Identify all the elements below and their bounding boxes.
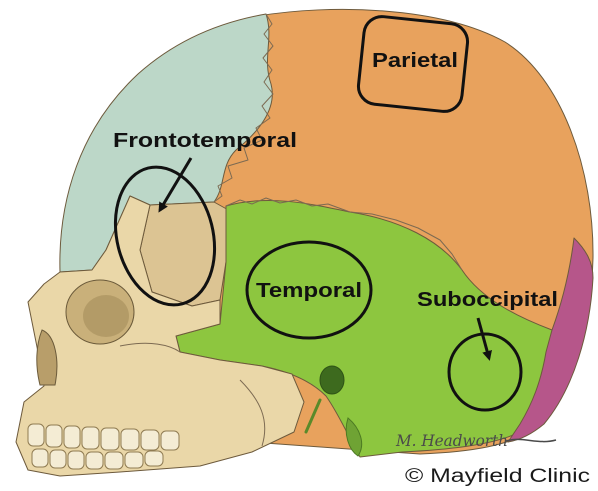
orbit-shadow [83, 295, 129, 337]
tooth [64, 426, 80, 448]
suboccipital-label: Suboccipital [417, 289, 558, 311]
frontotemporal-label: Frontotemporal [113, 130, 297, 152]
tooth [50, 450, 66, 468]
parietal-label: Parietal [372, 50, 458, 72]
sphenoid-bone [140, 202, 232, 306]
tooth [28, 424, 44, 446]
tooth [86, 452, 103, 469]
artist-signature: M. Headworth [395, 431, 508, 450]
tooth [141, 430, 159, 450]
temporal-label: Temporal [256, 280, 362, 302]
tooth [121, 429, 139, 450]
tooth [101, 428, 119, 450]
tooth [68, 451, 84, 469]
tooth [161, 431, 179, 450]
tooth [82, 427, 99, 449]
tooth [105, 452, 123, 469]
tooth [46, 425, 62, 447]
tooth [145, 451, 163, 466]
tooth [125, 452, 143, 468]
ear-canal [320, 366, 344, 394]
tooth [32, 449, 48, 467]
copyright-credit: © Mayfield Clinic [405, 466, 590, 487]
